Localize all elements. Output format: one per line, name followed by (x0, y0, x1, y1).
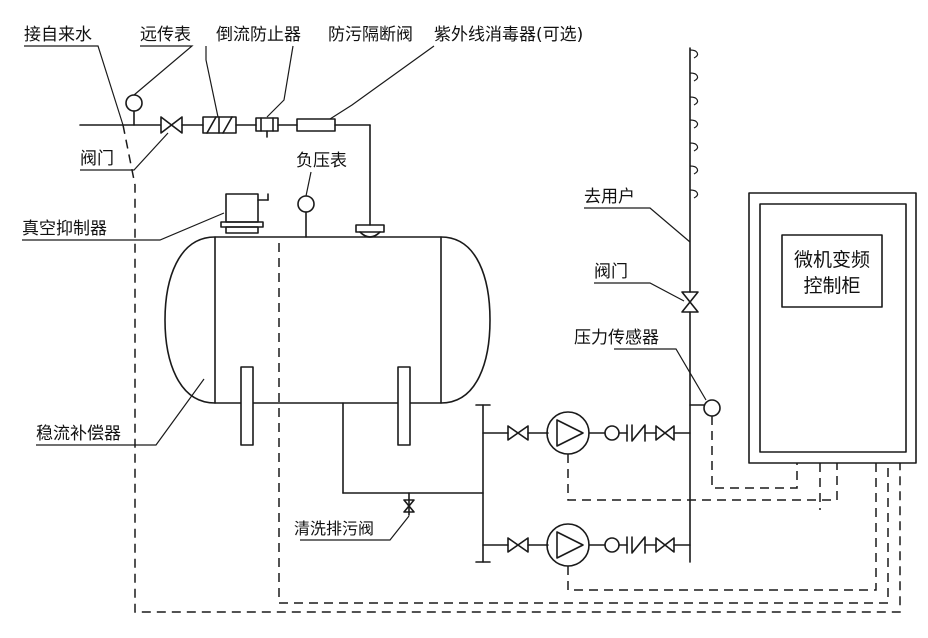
control-cabinet (748, 192, 917, 464)
backflow-preventer-icon (202, 116, 237, 134)
pump-row-upper (507, 411, 691, 455)
isolation-valve-icon (255, 117, 279, 138)
label-tank: 稳流补偿器 (36, 424, 121, 444)
label-pressure-sensor: 压力传感器 (574, 328, 659, 348)
riser-pipe (681, 47, 699, 563)
cabinet-label-line1: 微机变频 (794, 249, 870, 271)
label-water-inlet: 接自来水 (24, 25, 92, 45)
control-wiring (122, 124, 901, 613)
remote-meter-icon (125, 94, 143, 126)
label-vacuum-suppressor: 真空抑制器 (22, 219, 107, 239)
label-backflow-preventer: 倒流防止器 (216, 25, 301, 45)
tank-icon (164, 236, 491, 446)
uv-sterilizer-icon (296, 118, 336, 132)
check-valve-icon (604, 425, 620, 441)
labels: 接自来水 远传表 倒流防止器 防污隔断阀 紫外线消毒器(可选) 阀门 负压表 真… (22, 25, 870, 538)
label-isolation-valve: 防污隔断阀 (328, 25, 413, 45)
cabinet-label-line2: 控制柜 (803, 275, 860, 297)
label-uv-sterilizer: 紫外线消毒器(可选) (434, 25, 583, 45)
label-to-user: 去用户 (584, 187, 635, 207)
pump-outlet-valve-icon (655, 425, 675, 441)
label-valve-right: 阀门 (594, 262, 628, 282)
tank-inlet-icon (355, 224, 385, 238)
pressure-sensor-icon (689, 399, 721, 417)
gate-valve-icon (160, 116, 183, 134)
vacuum-suppressor-icon (220, 193, 269, 234)
leader-lines (22, 45, 707, 541)
outlet-pipe (342, 402, 509, 563)
label-remote-meter: 远传表 (140, 25, 191, 45)
label-drain-valve: 清洗排污阀 (294, 519, 374, 538)
pump-inlet-valve-icon (507, 425, 529, 441)
label-negative-gauge: 负压表 (296, 151, 347, 171)
negative-gauge-icon (297, 195, 315, 238)
riser-valve-icon (681, 291, 699, 313)
inlet-pipe (79, 124, 371, 226)
pump-row-lower (507, 523, 691, 567)
drain-valve-icon (403, 499, 415, 513)
label-valve-top: 阀门 (80, 149, 114, 169)
